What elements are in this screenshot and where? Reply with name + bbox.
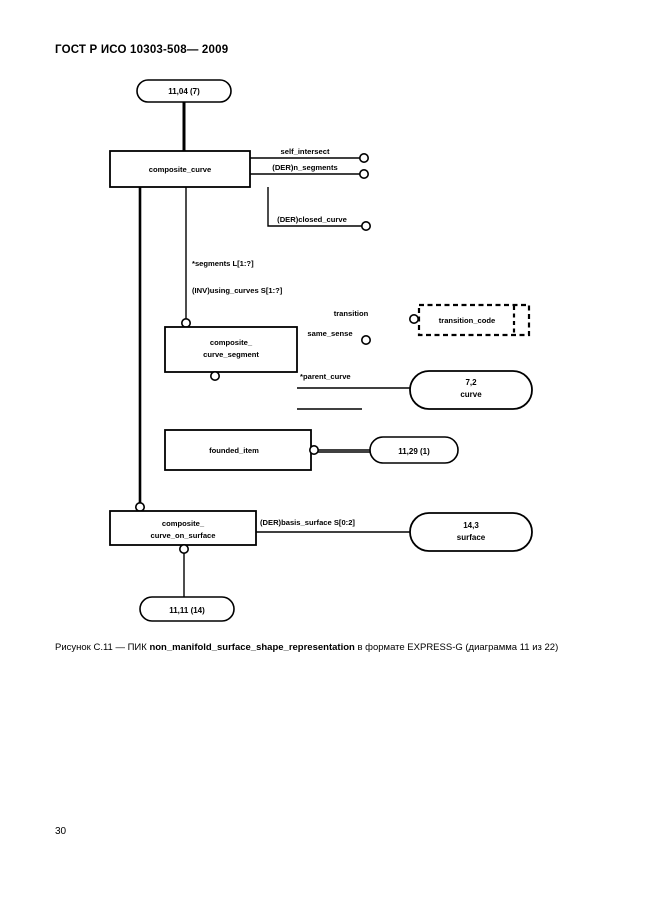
attribute-transition-label: transition (334, 309, 369, 318)
attribute-self-intersect-label: self_intersect (281, 147, 330, 156)
attribute-using-curves-label: (INV)using_curves S[1:?] (192, 286, 283, 295)
select-transition-code-label: transition_code (439, 316, 496, 325)
attribute-endpoint-circle-icon (358, 153, 369, 164)
entity-box-shape (109, 150, 251, 188)
reference-11-04-label: 11,04 (7) (168, 87, 200, 96)
reference-surface-label-line2: surface (457, 533, 486, 542)
figure-caption: Рисунок С.11 — ПИК non_manifold_surface_… (55, 641, 615, 655)
caption-entity-name: non_manifold_surface_shape_representatio… (149, 642, 355, 653)
node-reference-11-29[interactable]: 11,29 (1) (369, 436, 459, 464)
entity-box-shape (164, 429, 312, 471)
reference-11-29-label: 11,29 (1) (398, 447, 430, 456)
entity-composite-curve-on-surface-label-line1: composite_ (162, 519, 205, 528)
attribute-basis-surface-label: (DER)basis_surface S[0:2] (260, 518, 355, 527)
node-entity-composite-curve-on-surface[interactable]: composite_ curve_on_surface (109, 501, 257, 554)
node-reference-curve[interactable]: 7,2 curve (409, 370, 533, 410)
caption-prefix: Рисунок С.11 — ПИК (55, 642, 150, 653)
reference-curve-label-line2: curve (460, 390, 482, 399)
node-select-transition-code[interactable]: transition_code (408, 303, 531, 337)
attribute-endpoint-circle-icon (408, 314, 419, 325)
attribute-parent-curve-label: *parent_curve (300, 372, 351, 381)
diagram-connectors (138, 101, 414, 597)
attribute-closed-curve-label: (DER)closed_curve (277, 215, 347, 224)
caption-suffix: в формате EXPRESS-G (диаграмма 11 из 22) (354, 642, 559, 653)
attribute-same-sense-label: same_sense (307, 329, 352, 338)
attribute-endpoint-circle-icon (360, 334, 371, 345)
relationship-circle-icon (179, 543, 190, 554)
attribute-self-intersect[interactable]: self_intersect (281, 147, 369, 164)
relationship-circle-icon (181, 318, 192, 329)
node-entity-founded-item[interactable]: founded_item (164, 429, 319, 471)
reference-curve-label-line1: 7,2 (465, 378, 477, 387)
reference-surface-label-line1: 14,3 (463, 521, 479, 530)
relationship-circle-icon (210, 370, 221, 381)
entity-composite-curve-label: composite_curve (149, 165, 211, 174)
express-g-diagram: 11,04 (7) composite_curve self_intersect… (109, 79, 533, 622)
entity-box-shape (164, 326, 298, 373)
reference-box-shape (409, 512, 533, 552)
entity-founded-item-label: founded_item (209, 446, 259, 455)
node-entity-composite-curve[interactable]: composite_curve (109, 150, 251, 188)
attribute-same-sense[interactable]: same_sense (307, 329, 371, 345)
reference-box-shape (369, 436, 459, 464)
entity-composite-curve-segment-label-line1: composite_ (210, 338, 253, 347)
node-entity-composite-curve-segment[interactable]: composite_ curve_segment (164, 318, 298, 381)
relationship-circle-icon (135, 501, 146, 512)
relationship-circle-icon (308, 444, 319, 455)
connector-closed-curve (267, 187, 362, 227)
node-reference-11-11[interactable]: 11,11 (14) (139, 596, 235, 622)
reference-box-shape (136, 79, 232, 103)
entity-box-shape (109, 510, 257, 546)
attribute-n-segments[interactable]: (DER)n_segments (272, 163, 369, 180)
node-reference-11-04[interactable]: 11,04 (7) (136, 79, 232, 103)
attribute-n-segments-label: (DER)n_segments (272, 163, 337, 172)
reference-box-shape (139, 596, 235, 622)
select-box-shape (417, 303, 531, 337)
attribute-endpoint-circle-icon (358, 169, 369, 180)
reference-11-11-label: 11,11 (14) (169, 606, 205, 615)
reference-box-shape (409, 370, 533, 410)
attribute-segments-label: *segments L[1:?] (192, 259, 254, 268)
document-standard-header: ГОСТ Р ИСО 10303-508— 2009 (55, 44, 229, 56)
page-number: 30 (55, 826, 67, 837)
node-reference-surface[interactable]: 14,3 surface (409, 512, 533, 552)
attribute-closed-curve[interactable]: (DER)closed_curve (277, 215, 371, 232)
attribute-endpoint-circle-icon (360, 221, 371, 232)
entity-composite-curve-segment-label-line2: curve_segment (203, 350, 259, 359)
entity-composite-curve-on-surface-label-line2: curve_on_surface (150, 531, 215, 540)
